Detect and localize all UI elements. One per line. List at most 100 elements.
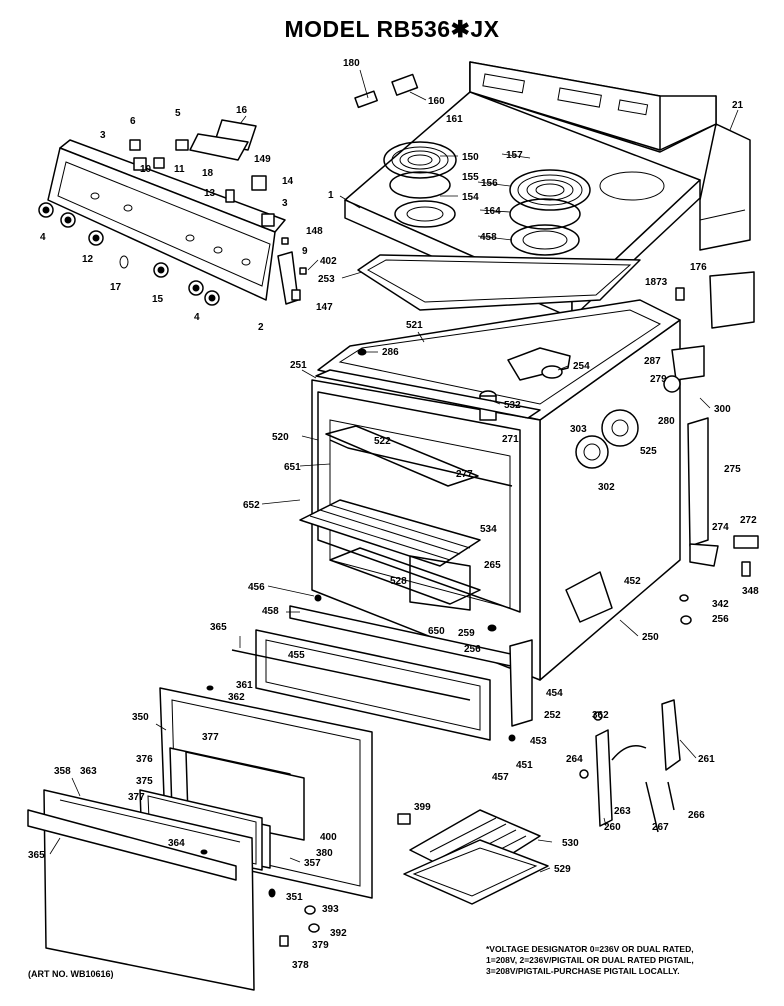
callout-3a: 3: [100, 130, 106, 141]
surface-unit-small: [383, 141, 457, 228]
callout-251: 251: [290, 360, 307, 371]
callout-377b: 377: [128, 792, 145, 803]
callout-300: 300: [714, 404, 731, 415]
callout-520: 520: [272, 432, 289, 443]
cooktop-assembly: [344, 61, 751, 319]
art-number: (ART NO. WB10616): [28, 969, 114, 979]
callout-286: 286: [382, 347, 399, 358]
callout-256b: 256: [464, 644, 481, 655]
callout-256a: 256: [712, 614, 729, 625]
callout-302: 302: [598, 482, 615, 493]
callout-522: 522: [374, 436, 391, 447]
oven-body: [311, 271, 759, 681]
voltage-designator-note: *VOLTAGE DESIGNATOR 0=236V OR DUAL RATED…: [486, 944, 694, 976]
callout-148: 148: [306, 226, 323, 237]
callout-12: 12: [82, 254, 94, 265]
callout-455: 455: [288, 650, 305, 661]
callout-402: 402: [320, 256, 337, 267]
model-title: MODEL RB536✱JX: [284, 16, 500, 42]
callout-18: 18: [202, 168, 214, 179]
small-hardware: [200, 287, 692, 947]
callout-451: 451: [516, 760, 533, 771]
callout-364: 364: [168, 838, 185, 849]
callout-279: 279: [650, 374, 667, 385]
leader-lines: [49, 69, 739, 873]
callout-6: 6: [130, 116, 136, 127]
callout-267: 267: [652, 822, 669, 833]
callout-350: 350: [132, 712, 149, 723]
callout-651: 651: [284, 462, 301, 473]
callout-14: 14: [282, 176, 294, 187]
callout-4b: 4: [194, 312, 200, 323]
callout-149: 149: [254, 154, 271, 165]
callout-9: 9: [302, 246, 308, 257]
callout-21: 21: [732, 100, 744, 111]
callout-400: 400: [320, 832, 337, 843]
door-hinges: [579, 699, 681, 833]
callout-534: 534: [480, 524, 497, 535]
callout-164: 164: [484, 206, 501, 217]
callout-452: 452: [624, 576, 641, 587]
callout-528: 528: [390, 576, 407, 587]
callout-265: 265: [484, 560, 501, 571]
callout-154: 154: [462, 192, 479, 203]
callout-250: 250: [642, 632, 659, 643]
callout-365b: 365: [28, 850, 45, 861]
control-panel-assembly: [38, 119, 307, 306]
callout-530: 530: [562, 838, 579, 849]
callout-13: 13: [204, 188, 216, 199]
callout-274: 274: [712, 522, 729, 533]
callout-261: 261: [698, 754, 715, 765]
callout-342: 342: [712, 599, 729, 610]
callout-361: 361: [236, 680, 253, 691]
callout-351: 351: [286, 892, 303, 903]
callout-272: 272: [740, 515, 757, 526]
callout-260: 260: [604, 822, 621, 833]
callout-392: 392: [330, 928, 347, 939]
callout-456: 456: [248, 582, 265, 593]
callout-259: 259: [458, 628, 475, 639]
callout-458b: 458: [262, 606, 279, 617]
callout-393: 393: [322, 904, 339, 915]
callout-150: 150: [462, 152, 479, 163]
callout-1873: 1873: [645, 277, 668, 288]
callout-652: 652: [243, 500, 260, 511]
callout-525: 525: [640, 446, 657, 457]
storage-drawer: [231, 605, 533, 741]
callout-4a: 4: [40, 232, 46, 243]
callout-362b: 362: [592, 710, 609, 721]
callout-380: 380: [316, 848, 333, 859]
callout-3b: 3: [282, 198, 288, 209]
callout-277: 277: [456, 469, 473, 480]
callout-176: 176: [690, 262, 707, 273]
callout-454: 454: [546, 688, 563, 699]
callout-155: 155: [462, 172, 479, 183]
callout-2: 2: [258, 322, 264, 333]
callout-271: 271: [502, 434, 519, 445]
callout-15: 15: [152, 294, 164, 305]
callout-17: 17: [110, 282, 122, 293]
callout-11: 11: [174, 164, 185, 175]
callout-180: 180: [343, 58, 360, 69]
callout-532: 532: [504, 400, 521, 411]
callout-453: 453: [530, 736, 547, 747]
oven-racks: [299, 425, 481, 611]
callout-5: 5: [175, 108, 181, 119]
callout-303: 303: [570, 424, 587, 435]
callout-362a: 362: [228, 692, 245, 703]
callout-363: 363: [80, 766, 97, 777]
callout-357: 357: [304, 858, 321, 869]
callout-labels: 180 160 21 16 6 3 5 161 10 11 18 149 150…: [28, 58, 759, 971]
callout-376: 376: [136, 754, 153, 765]
callout-263: 263: [614, 806, 631, 817]
callout-1: 1: [328, 190, 334, 201]
callout-275: 275: [724, 464, 741, 475]
callout-280: 280: [658, 416, 675, 427]
callout-10: 10: [140, 164, 152, 175]
callout-147: 147: [316, 302, 333, 313]
callout-252: 252: [544, 710, 561, 721]
callout-160: 160: [428, 96, 445, 107]
callout-650: 650: [428, 626, 445, 637]
broiler-pan: [397, 809, 549, 905]
